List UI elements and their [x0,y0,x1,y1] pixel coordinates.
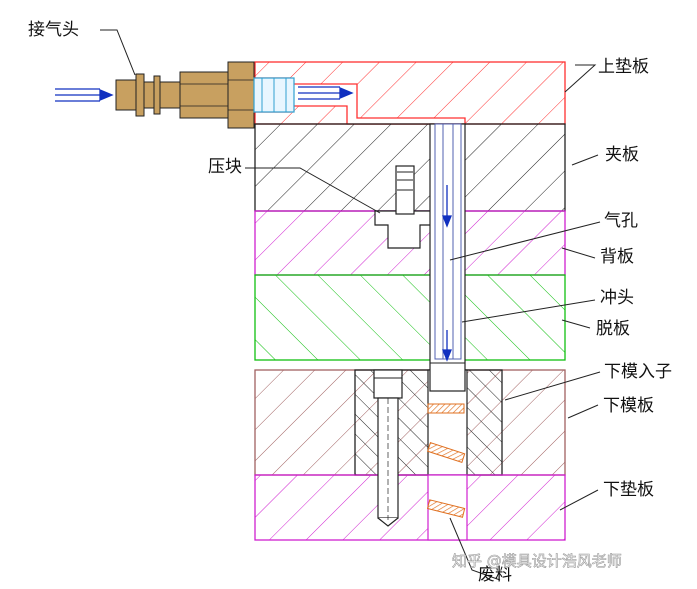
label-lower-insert: 下模入子 [604,362,672,382]
label-stripper: 脱板 [596,319,630,339]
label-scrap: 废料 [478,565,512,585]
stripper-plate [254,274,566,361]
leader-lines [100,29,601,581]
scrap-pieces [426,403,466,518]
label-press-block: 压块 [208,157,242,177]
label-lower-pad: 下垫板 [603,480,654,500]
lower-pad-plate [254,474,566,541]
label-lower-die: 下模板 [603,396,654,416]
air-flow-arrows [55,86,452,362]
watermark: 知乎 @模具设计浩风老师 [452,552,622,570]
label-punch: 冲头 [600,288,634,308]
label-connector: 接气头 [28,20,79,40]
air-connector [115,61,295,129]
label-back-plate: 背板 [600,247,634,267]
label-top-plate: 上垫板 [598,57,649,77]
guide-pin [373,369,403,527]
label-clamp-plate: 夹板 [605,145,639,165]
label-air-hole: 气孔 [604,211,638,231]
